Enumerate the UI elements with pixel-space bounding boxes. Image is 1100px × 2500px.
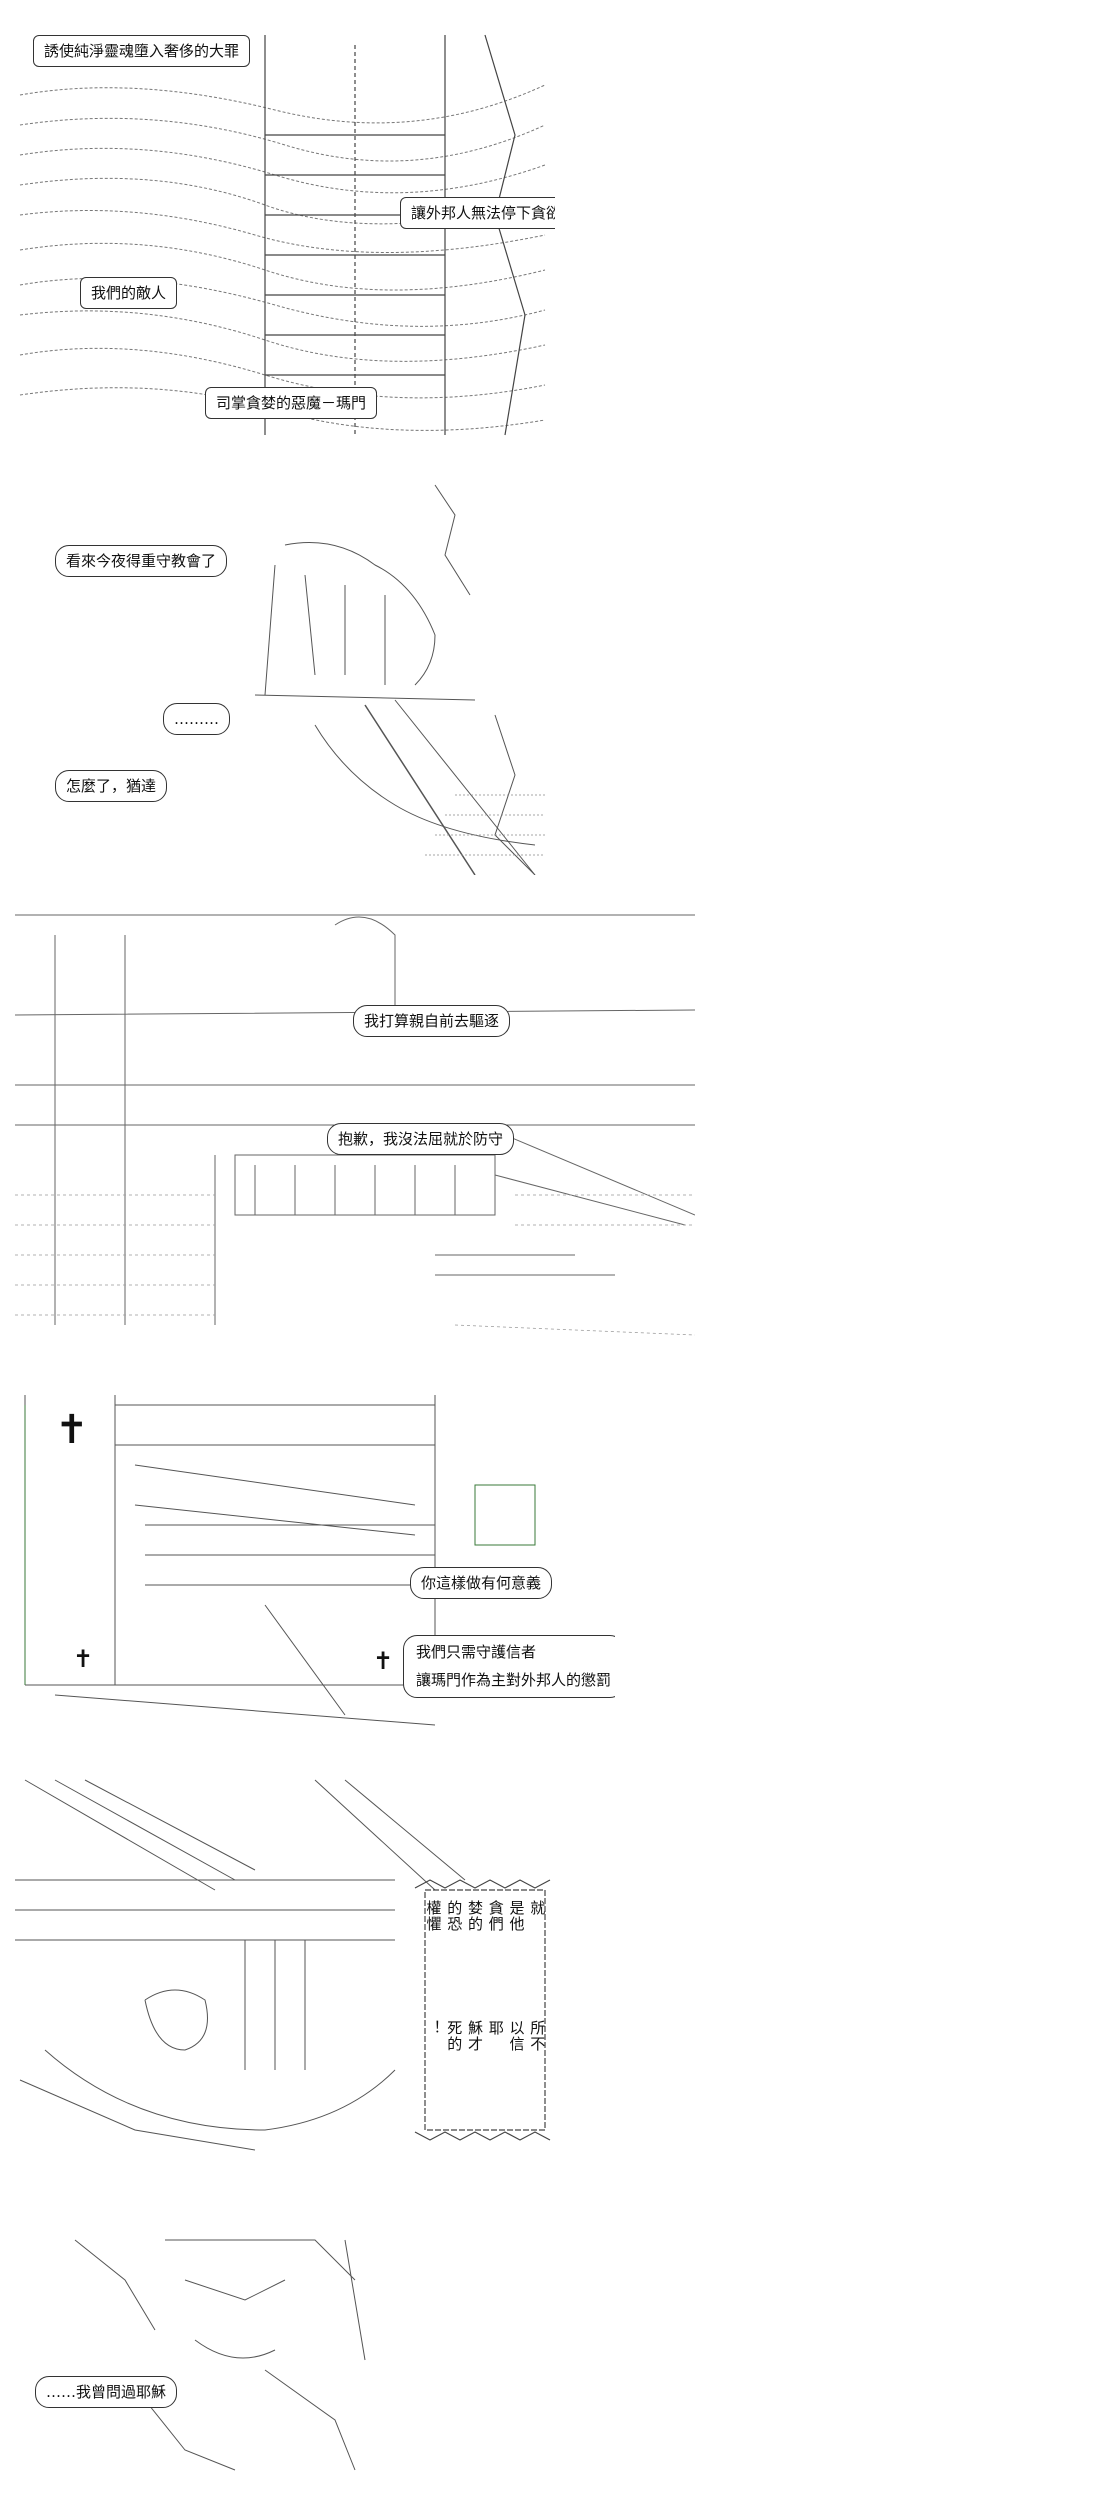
vertical-line-3: 貪們 <box>486 1900 505 1932</box>
bubble-line-1: 我們只需守護信者 <box>416 1643 537 1661</box>
ascii-art-cathedral-interior <box>24 1395 536 1726</box>
speech-bubble-asked-jesus: ……我曾問過耶穌 <box>35 2376 178 2409</box>
cross-icon: ✝ <box>73 1645 94 1673</box>
cross-icon: ✝ <box>55 1407 89 1453</box>
vertical-line-5: 的恐 <box>445 1900 464 1932</box>
vertical-narration-2: 所不 以信 耶 穌才 死的 ！ <box>425 2020 547 2130</box>
speech-bubble-guard-church: 看來今夜得重守教會了 <box>55 545 228 578</box>
vertical-line-6: 權懼 <box>424 1900 443 1932</box>
panel-1: 誘使純淨靈魂墮入奢侈的大罪 讓外邦人無法停下貪欲 我們的敵人 司掌貪婪的惡魔－瑪… <box>15 15 555 440</box>
speech-bubble-personally-expel: 我打算親自前去驅逐 <box>353 1005 511 1038</box>
vertical-line-1: 就 <box>528 1900 547 1916</box>
vertical-line-10: 穌才 <box>466 2020 484 2052</box>
speech-bubble-cannot-defend: 抱歉，我沒法屈就於防守 <box>327 1123 515 1156</box>
vertical-narration: 就 是他 貪們 婪的 的恐 權懼 <box>425 1900 547 2120</box>
vertical-line-7: 所不 <box>528 2020 547 2052</box>
ascii-art-close-up-face <box>15 1779 551 2151</box>
vertical-line-9: 耶 <box>486 2020 505 2036</box>
cross-icon: ✝ <box>373 1647 394 1675</box>
vertical-line-12: ！ <box>424 2020 443 2036</box>
vertical-line-2: 是他 <box>507 1900 526 1932</box>
panel-5: 就 是他 貪們 婪的 的恐 權懼 所不 以信 耶 穌才 死的 ！ <box>15 1770 555 2190</box>
speech-bubble-what-meaning: 你這樣做有何意義 <box>410 1567 553 1600</box>
panel-3: 我打算親自前去驅逐 抱歉，我沒法屈就於防守 <box>15 895 695 1355</box>
panel-2: 看來今夜得重守教會了 ……… 怎麼了，猶達 <box>15 475 555 875</box>
speech-bubble-mammon: 司掌貪婪的惡魔－瑪門 <box>205 387 378 420</box>
speech-bubble-great-sin: 誘使純淨靈魂墮入奢侈的大罪 <box>33 35 251 68</box>
vertical-line-11: 死的 <box>445 2020 464 2052</box>
vertical-line-8: 以信 <box>507 2020 526 2052</box>
panel-6: ……我曾問過耶穌 <box>15 2220 435 2480</box>
vertical-line-4: 婪的 <box>466 1900 484 1932</box>
speech-bubble-our-enemy: 我們的敵人 <box>80 277 178 310</box>
ascii-art-looking-up <box>74 2239 366 2471</box>
bubble-line-2: 讓瑪門作為主對外邦人的懲罰 <box>416 1671 612 1690</box>
speech-bubble-what-happened: 怎麼了，猶達 <box>55 770 168 803</box>
speech-bubble-foreigners-greed: 讓外邦人無法停下貪欲 <box>400 197 555 230</box>
speech-bubble-protect-believers: 我們只需守護信者 讓瑪門作為主對外邦人的懲罰 <box>403 1635 615 1698</box>
ascii-art-figure-with-sword <box>254 484 545 875</box>
panel-4: ✝ ✝ ✝ 你這樣做有何意義 我們只需守護信者 讓瑪門作為主對外邦人的懲罰 <box>15 1385 615 1745</box>
speech-bubble-ellipsis: ……… <box>163 703 230 736</box>
